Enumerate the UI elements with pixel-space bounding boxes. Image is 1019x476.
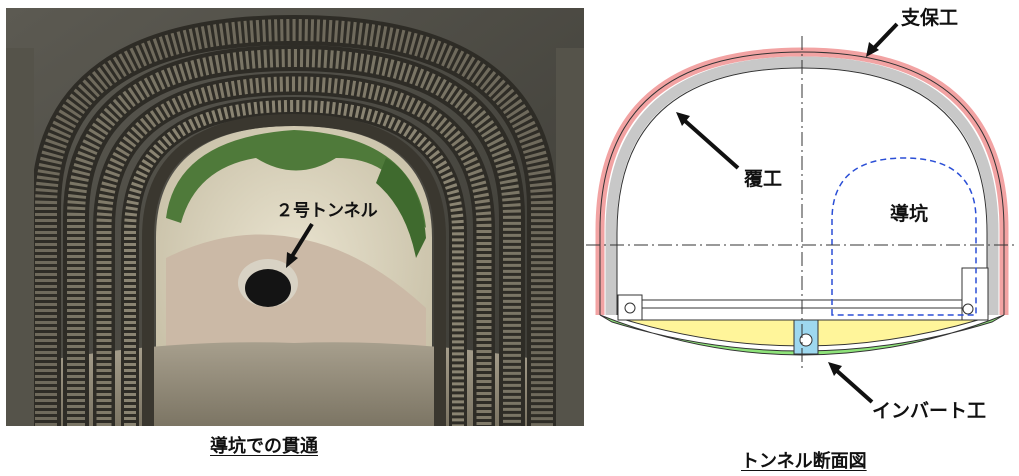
cross-section-svg: 支保工 覆工 導坑 インバート工	[586, 6, 1016, 422]
tunnel2-label: ２号トンネル	[276, 201, 378, 221]
invert-label: インバート工	[872, 400, 986, 422]
left-wall	[6, 48, 34, 426]
photo-caption: 導坑での貫通	[210, 436, 318, 457]
steel-ribs	[31, 14, 557, 426]
tunnel2-arrow-line	[289, 222, 314, 260]
support-ring-outline	[599, 51, 1005, 315]
support-label: 支保工	[900, 6, 958, 29]
support-arrow-head	[866, 42, 879, 57]
left-drain-pipe	[624, 302, 636, 314]
greenery	[166, 130, 426, 228]
tunnel-cross-section: 支保工 覆工 導坑 インバート工	[586, 0, 1019, 446]
invert-arrow-line	[834, 368, 874, 404]
pilot-label: 導坑	[890, 202, 928, 225]
tunnel2-portal	[245, 269, 291, 307]
breakthrough-photo: ２号トンネル	[6, 8, 584, 426]
tunnel2-arrow-head	[286, 252, 298, 268]
tunnel-floor	[6, 342, 584, 426]
right-drain-pipe	[962, 303, 974, 315]
section-caption: トンネル断面図	[741, 451, 867, 472]
greenery-right	[376, 158, 426, 258]
center-drain-pipe	[799, 333, 813, 347]
support-arrow-line	[872, 22, 899, 50]
tunnel-photo-illustration: ２号トンネル	[6, 8, 584, 426]
invert-band	[599, 314, 1005, 356]
pilot-tunnel-outline	[831, 157, 977, 316]
lining-label: 覆工	[743, 168, 782, 190]
right-wall	[556, 48, 584, 426]
invert-arrow-head	[828, 362, 842, 376]
lining-arrow-head	[676, 112, 690, 126]
lining-arrow-line	[682, 118, 740, 170]
